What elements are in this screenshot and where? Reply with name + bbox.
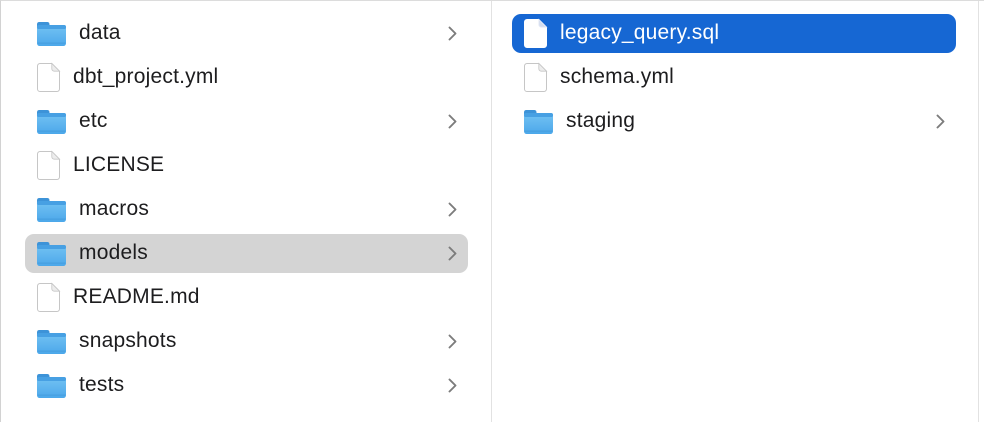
file-row-dbt-project-yml[interactable]: dbt_project.yml xyxy=(1,55,491,99)
file-name: etc xyxy=(79,109,108,132)
file-row-staging[interactable]: staging xyxy=(492,99,978,143)
file-list-column-left: data dbt_project.yml etc xyxy=(1,1,491,422)
chevron-right-icon xyxy=(447,113,458,130)
chevron-right-icon xyxy=(447,25,458,42)
file-row-legacy-query-sql-selected[interactable]: legacy_query.sql xyxy=(492,11,978,55)
file-name: README.md xyxy=(73,285,200,308)
empty-column-sliver xyxy=(979,1,984,422)
file-row-snapshots[interactable]: snapshots xyxy=(1,319,491,363)
folder-icon xyxy=(36,240,67,267)
file-name: snapshots xyxy=(79,329,177,352)
file-row-tests[interactable]: tests xyxy=(1,363,491,407)
folder-icon xyxy=(523,108,554,135)
chevron-right-icon xyxy=(935,113,946,130)
file-row-macros[interactable]: macros xyxy=(1,187,491,231)
file-row-license[interactable]: LICENSE xyxy=(1,143,491,187)
file-row-etc[interactable]: etc xyxy=(1,99,491,143)
chevron-right-icon xyxy=(447,377,458,394)
document-icon xyxy=(36,62,61,93)
file-row-schema-yml[interactable]: schema.yml xyxy=(492,55,978,99)
file-name: dbt_project.yml xyxy=(73,65,219,88)
document-icon xyxy=(523,62,548,93)
folder-icon xyxy=(36,196,67,223)
file-row-data[interactable]: data xyxy=(1,11,491,55)
file-name: staging xyxy=(566,109,636,132)
document-icon xyxy=(523,18,548,49)
file-list-column-right: legacy_query.sql schema.yml staging xyxy=(492,1,978,422)
chevron-right-icon xyxy=(447,245,458,262)
file-name: tests xyxy=(79,373,125,396)
folder-icon xyxy=(36,328,67,355)
file-name: schema.yml xyxy=(560,65,675,88)
file-name: macros xyxy=(79,197,150,220)
folder-icon xyxy=(36,372,67,399)
document-icon xyxy=(36,282,61,313)
column-divider xyxy=(491,1,492,422)
file-row-readme-md[interactable]: README.md xyxy=(1,275,491,319)
file-name: data xyxy=(79,21,121,44)
document-icon xyxy=(36,150,61,181)
file-name: legacy_query.sql xyxy=(560,21,720,44)
file-row-models-selected[interactable]: models xyxy=(1,231,491,275)
file-name: LICENSE xyxy=(73,153,165,176)
folder-icon xyxy=(36,108,67,135)
chevron-right-icon xyxy=(447,201,458,218)
file-name: models xyxy=(79,241,148,264)
folder-icon xyxy=(36,20,67,47)
chevron-right-icon xyxy=(447,333,458,350)
column-divider xyxy=(978,1,979,422)
